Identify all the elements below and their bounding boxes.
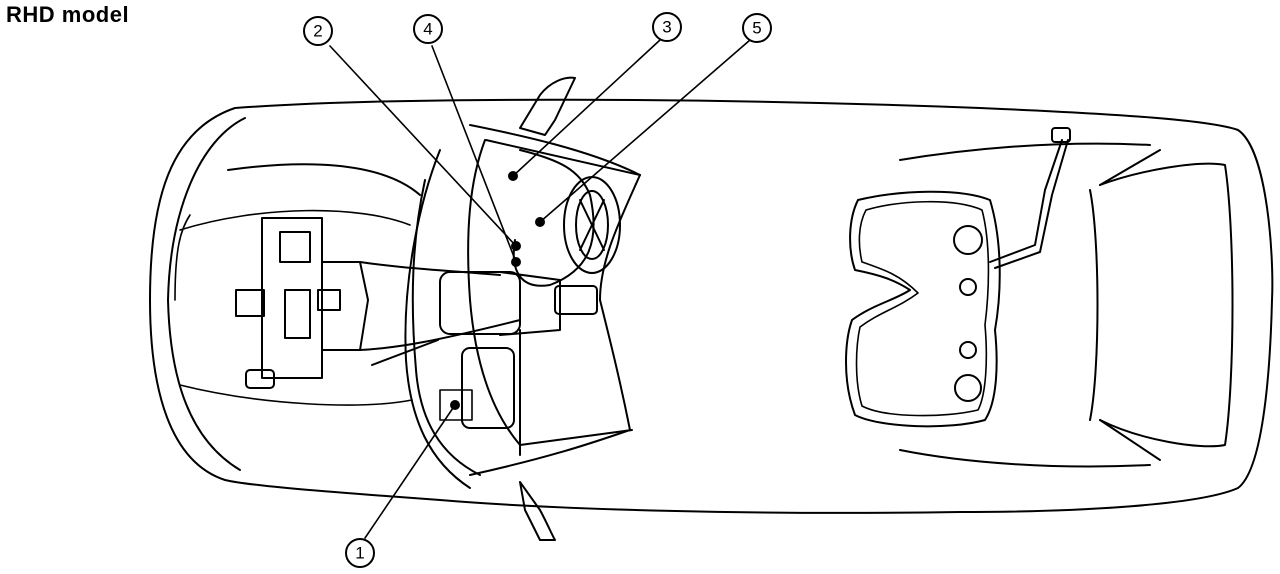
rear-section <box>899 142 1234 468</box>
fuel-tank <box>845 127 1071 428</box>
callout-4: 4 <box>413 14 443 44</box>
component-markers <box>450 171 545 410</box>
callout-1: 1 <box>345 538 375 568</box>
callout-label-1: 1 <box>355 544 364 563</box>
callout-2: 2 <box>303 16 333 46</box>
component-box-1 <box>439 389 473 421</box>
shaft-area <box>439 271 598 456</box>
callout-label-3: 3 <box>662 18 671 37</box>
callout-label-2: 2 <box>313 22 322 41</box>
callout-3: 3 <box>652 12 682 42</box>
car-body <box>149 98 1274 514</box>
callout-5: 5 <box>742 13 772 43</box>
diagram-title: RHD model <box>6 2 130 27</box>
steering-wheel <box>563 176 621 274</box>
engine-block <box>235 217 521 389</box>
leader-lines <box>329 39 751 539</box>
callout-label-4: 4 <box>423 20 432 39</box>
dashboard-area <box>404 124 641 489</box>
callout-label-5: 5 <box>752 19 761 38</box>
side-mirrors <box>519 76 576 541</box>
